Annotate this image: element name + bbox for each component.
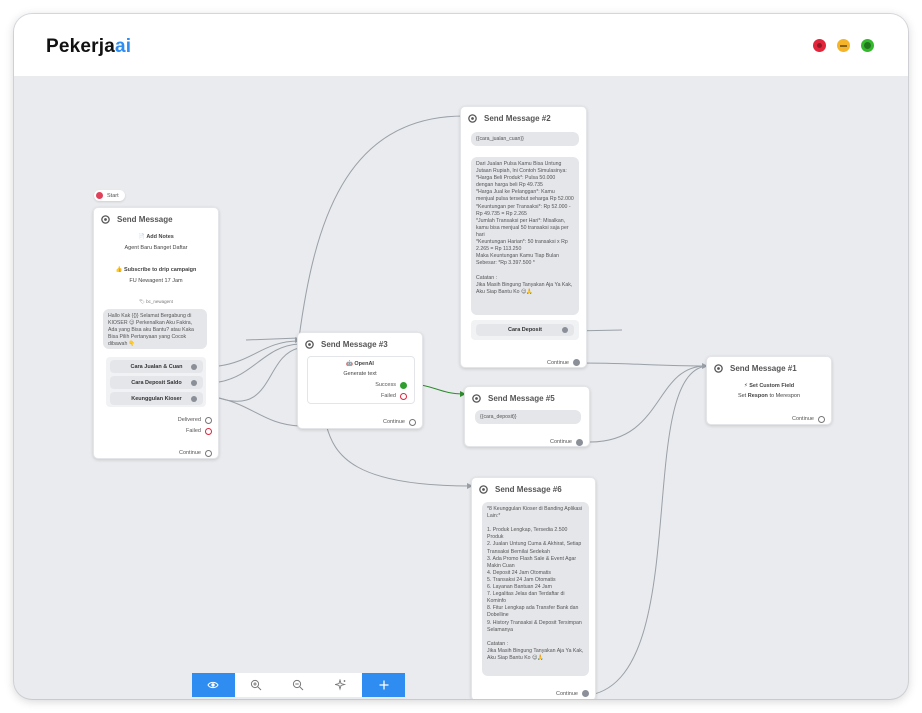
app-logo: Pekerjaai: [46, 36, 132, 57]
button-cara-deposit[interactable]: Cara Deposit: [476, 324, 574, 336]
continue-label: Continue: [791, 416, 814, 422]
add-node-button[interactable]: [362, 673, 405, 697]
node-title: Send Message #1: [730, 364, 797, 373]
node-send-message-6[interactable]: Send Message #6 *8 Keunggulan Kioser di …: [471, 477, 596, 699]
message-bubble: *8 Keunggulan Kioser di Banding Aplikasi…: [482, 502, 589, 676]
port-dot[interactable]: [562, 327, 568, 333]
message-bubble: Dari Jualan Pulsa Kamu Bisa Untung Jutaa…: [471, 157, 579, 315]
success-port[interactable]: [400, 382, 407, 389]
message-bubble: Hallo Kak {{}} Selamat Bergabung di KIOS…: [103, 309, 207, 349]
start-badge[interactable]: Start: [94, 190, 125, 201]
custom-field-value: Set Respon to Merespon: [737, 393, 801, 399]
generate-label: Generate text: [343, 371, 377, 377]
start-icon: [96, 192, 103, 199]
delivered-label: Delivered: [177, 417, 201, 423]
button-keunggulan[interactable]: Keunggulan Kioser: [110, 392, 203, 405]
start-label: Start: [107, 192, 119, 199]
gear-icon: [101, 215, 110, 224]
plus-icon: [379, 680, 389, 690]
gear-icon: [472, 394, 481, 403]
continue-label: Continue: [382, 419, 405, 425]
continue-label: Continue: [555, 691, 578, 697]
continue-port[interactable]: [818, 416, 825, 423]
magic-icon: [335, 679, 347, 691]
delivered-port[interactable]: [205, 417, 212, 424]
node-send-message-3[interactable]: Send Message #3 🤖 OpenAI Generate text S…: [297, 332, 423, 429]
gear-icon: [305, 340, 314, 349]
success-label: Success: [375, 382, 396, 388]
button-cara-jualan[interactable]: Cara Jualan & Cuan: [110, 360, 203, 373]
add-notes-label: 📄 Add Notes: [138, 234, 174, 240]
gear-icon: [479, 485, 488, 494]
failed-port[interactable]: [205, 428, 212, 435]
set-custom-field-label: ⚡ Set Custom Field: [743, 383, 795, 389]
tag-bubble: {{cara_jualan_cuan}}: [471, 132, 579, 146]
close-button[interactable]: [813, 39, 826, 52]
node-send-message-5[interactable]: Send Message #5 {{cara_deposit}} Continu…: [464, 386, 590, 447]
node-title: Send Message #2: [484, 114, 551, 123]
node-header: Send Message #3: [298, 333, 422, 356]
magic-button[interactable]: [320, 673, 363, 697]
continue-port[interactable]: [573, 359, 580, 366]
node-title: Send Message #6: [495, 485, 562, 494]
title-bar: Pekerjaai: [14, 14, 908, 76]
subscribe-value: FU Newagent 17 Jam: [129, 278, 183, 284]
node-header: Send Message #6: [472, 478, 595, 501]
canvas-toolbar: [192, 673, 405, 697]
port-dot[interactable]: [191, 379, 197, 386]
continue-label: Continue: [546, 360, 569, 366]
node-title: Send Message #5: [488, 394, 555, 403]
eye-icon: [207, 681, 219, 689]
zoom-in-button[interactable]: [235, 673, 278, 697]
minimize-button[interactable]: [837, 39, 850, 52]
continue-port[interactable]: [409, 419, 416, 426]
failed-label: Failed: [381, 393, 396, 399]
node-title: Send Message: [117, 215, 173, 224]
zoom-out-button[interactable]: [277, 673, 320, 697]
node-send-message-2[interactable]: Send Message #2 {{cara_jualan_cuan}} Dar…: [460, 106, 587, 368]
gear-icon: [714, 364, 723, 373]
continue-label: Continue: [549, 439, 572, 445]
maximize-button[interactable]: [861, 39, 874, 52]
tag-label: 🏷 bc_newagent: [139, 299, 173, 304]
subscribe-label: 👍 Subscribe to drip campaign: [115, 267, 197, 273]
tag-bubble: {{cara_deposit}}: [475, 410, 581, 424]
node-header: Send Message: [94, 208, 218, 231]
zoom-in-icon: [250, 679, 262, 691]
failed-port[interactable]: [400, 393, 407, 400]
continue-port[interactable]: [582, 690, 589, 697]
view-button[interactable]: [192, 673, 235, 697]
node-header: Send Message #2: [461, 107, 586, 130]
zoom-out-icon: [293, 679, 304, 691]
node-send-message[interactable]: Send Message 📄 Add Notes Agent Baru Bang…: [93, 207, 219, 459]
node-send-message-1[interactable]: Send Message #1 ⚡ Set Custom Field Set R…: [706, 356, 832, 425]
gear-icon: [468, 114, 477, 123]
node-header: Send Message #1: [707, 357, 831, 380]
button-cara-deposit[interactable]: Cara Deposit Saldo: [110, 376, 203, 389]
notes-value: Agent Baru Banget Daftar: [124, 245, 188, 251]
failed-label: Failed: [186, 428, 201, 434]
port-dot[interactable]: [191, 363, 197, 370]
openai-block: [307, 356, 415, 404]
port-dot[interactable]: [191, 395, 197, 402]
openai-label: 🤖 OpenAI: [346, 361, 374, 367]
continue-port[interactable]: [576, 439, 583, 446]
node-title: Send Message #3: [321, 340, 388, 349]
node-header: Send Message #5: [465, 387, 589, 410]
app-window: Pekerjaai: [14, 14, 908, 699]
flow-canvas[interactable]: Start Send Message 📄 Add Notes Agent Bar…: [14, 76, 908, 699]
continue-label: Continue: [178, 450, 201, 456]
continue-port[interactable]: [205, 450, 212, 457]
